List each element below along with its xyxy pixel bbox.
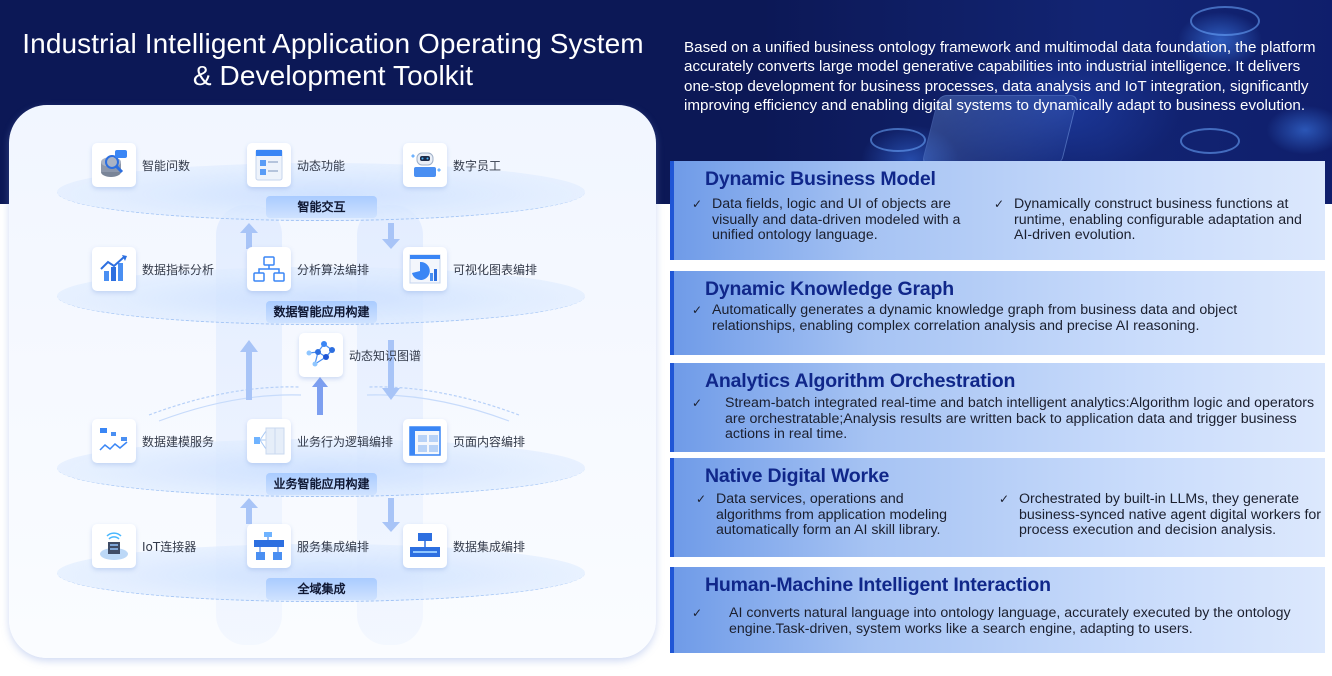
- node-label: 数据集成编排: [453, 539, 526, 554]
- check-icon: ✓: [692, 606, 703, 620]
- node-dynamic-function[interactable]: 动态功能: [247, 143, 345, 187]
- robot-icon: [403, 143, 447, 187]
- layer-label: 数据智能应用构建: [266, 301, 377, 323]
- bullet-item: ✓ Automatically generates a dynamic know…: [692, 302, 1292, 334]
- node-metric-analysis[interactable]: 数据指标分析: [92, 247, 214, 291]
- intro-paragraph: Based on a unified business ontology fra…: [684, 39, 1316, 114]
- arrow-down-icon: [382, 223, 400, 249]
- architecture-panel: 智能问数 动态功能 数字员工 智能交互 数据指标分析 分析算法编排 可视化图表编…: [9, 105, 656, 658]
- check-icon: ✓: [999, 492, 1010, 506]
- service-integration-icon: [247, 524, 291, 568]
- page-title: Industrial Intelligent Application Opera…: [22, 28, 644, 91]
- node-label: 数据建模服务: [142, 434, 215, 449]
- node-smart-query[interactable]: 智能问数: [92, 143, 190, 187]
- node-label: 可视化图表编排: [453, 262, 538, 277]
- arrow-up-icon: [240, 498, 258, 524]
- pie-chart-dashboard-icon: [403, 247, 447, 291]
- bullet-text: Orchestrated by built-in LLMs, they gene…: [1019, 491, 1322, 539]
- arrow-down-icon: [382, 498, 400, 532]
- check-icon: ✓: [692, 396, 703, 410]
- check-icon: ✓: [692, 197, 703, 211]
- bullet-text: Data fields, logic and UI of objects are…: [712, 196, 961, 244]
- node-visual-chart-orchestration[interactable]: 可视化图表编排: [403, 247, 537, 291]
- database-search-icon: [92, 143, 136, 187]
- bullet-text: Automatically generates a dynamic knowle…: [712, 302, 1238, 334]
- node-iot-connector[interactable]: IoT连接器: [92, 524, 196, 568]
- node-label: 智能问数: [142, 158, 191, 173]
- node-label: 页面内容编排: [453, 434, 526, 449]
- arrow-up-icon: [240, 223, 258, 249]
- node-label: 动态知识图谱: [349, 348, 422, 363]
- card-title: Dynamic Knowledge Graph: [705, 278, 954, 300]
- layer-label: 业务智能应用构建: [266, 473, 377, 495]
- node-label: 服务集成编排: [297, 539, 370, 554]
- knowledge-graph-icon: [299, 333, 343, 377]
- bullet-item: ✓ AI converts natural language into onto…: [692, 605, 1312, 637]
- node-algorithm-orchestration[interactable]: 分析算法编排: [247, 247, 369, 291]
- feature-card-native-digital-worker: Native Digital Worke ✓ Data services, op…: [670, 458, 1325, 557]
- bullet-item: ✓ Orchestrated by built-in LLMs, they ge…: [999, 491, 1324, 539]
- data-modeling-icon: [92, 419, 136, 463]
- arc-line: [366, 394, 510, 422]
- card-title: Human-Machine Intelligent Interaction: [705, 574, 1051, 596]
- bullet-item: ✓ Data services, operations and algorith…: [696, 491, 966, 539]
- arrow-down-icon: [382, 340, 400, 400]
- card-title: Dynamic Business Model: [705, 168, 936, 190]
- arrow-up-icon: [240, 340, 258, 400]
- card-title: Native Digital Worke: [705, 465, 890, 487]
- node-behavior-logic-orchestration[interactable]: 业务行为逻辑编排: [247, 419, 393, 463]
- dynamic-form-icon: [247, 143, 291, 187]
- bar-trend-chart-icon: [92, 247, 136, 291]
- arc-line: [368, 386, 520, 416]
- feature-card-human-machine-interaction: Human-Machine Intelligent Interaction ✓ …: [670, 567, 1325, 653]
- layer-label: 全域集成: [266, 578, 377, 600]
- bullet-text: AI converts natural language into ontolo…: [729, 605, 1291, 637]
- node-data-integration[interactable]: 数据集成编排: [403, 524, 525, 568]
- arc-line: [148, 386, 300, 416]
- node-page-content-orchestration[interactable]: 页面内容编排: [403, 419, 525, 463]
- node-label: 业务行为逻辑编排: [297, 434, 394, 449]
- bullet-item: ✓ Data fields, logic and UI of objects a…: [692, 196, 982, 244]
- check-icon: ✓: [696, 492, 707, 506]
- flow-diagram-icon: [247, 247, 291, 291]
- check-icon: ✓: [994, 197, 1005, 211]
- glow-ring-graphic: [1180, 128, 1240, 154]
- bullet-text: Data services, operations and algorithms…: [716, 491, 948, 539]
- node-label: 数字员工: [453, 158, 502, 173]
- node-service-integration[interactable]: 服务集成编排: [247, 524, 369, 568]
- connection-arcs: [148, 386, 520, 422]
- node-label: 数据指标分析: [142, 262, 215, 277]
- etl-integration-icon: [403, 524, 447, 568]
- glow-ring-graphic: [1190, 6, 1260, 36]
- node-digital-employee[interactable]: 数字员工: [403, 143, 501, 187]
- node-label: 分析算法编排: [297, 262, 370, 277]
- feature-card-dynamic-knowledge-graph: Dynamic Knowledge Graph ✓ Automatically …: [670, 271, 1325, 355]
- arc-line: [158, 394, 302, 422]
- arrow-up-icon: [312, 377, 328, 415]
- logic-orchestration-icon: [247, 419, 291, 463]
- node-label: 动态功能: [297, 158, 346, 173]
- layer-label: 智能交互: [266, 196, 377, 218]
- bullet-text: Dynamically construct business functions…: [1014, 196, 1302, 244]
- node-label: IoT连接器: [142, 539, 197, 554]
- page-layout-icon: [403, 419, 447, 463]
- node-knowledge-graph[interactable]: 动态知识图谱: [299, 333, 421, 377]
- iot-cloud-icon: [92, 524, 136, 568]
- feature-card-dynamic-business-model: Dynamic Business Model ✓ Data fields, lo…: [670, 161, 1325, 260]
- bullet-text: Stream-batch integrated real-time and ba…: [725, 395, 1315, 443]
- feature-card-analytics-algorithm-orchestration: Analytics Algorithm Orchestration ✓ Stre…: [670, 363, 1325, 452]
- card-title: Analytics Algorithm Orchestration: [705, 370, 1016, 392]
- check-icon: ✓: [692, 303, 703, 317]
- glow-ring-graphic: [870, 128, 926, 152]
- bullet-item: ✓ Stream-batch integrated real-time and …: [692, 395, 1322, 443]
- bullet-item: ✓ Dynamically construct business functio…: [994, 196, 1314, 244]
- node-data-modeling[interactable]: 数据建模服务: [92, 419, 214, 463]
